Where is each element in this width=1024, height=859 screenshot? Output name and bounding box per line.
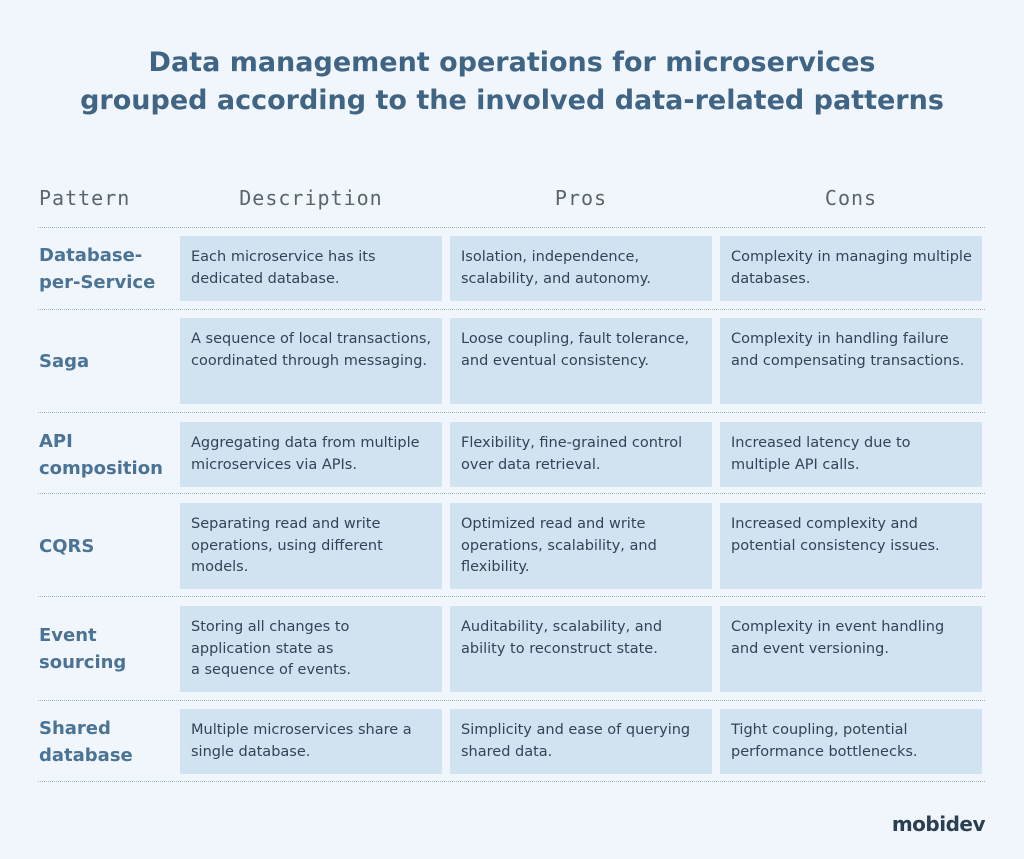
pattern-name: Event sourcing [39,606,126,692]
pros-cell: Flexibility, fine-grained control over d… [450,422,712,487]
description-cell: Multiple microservices share a single da… [180,709,442,774]
pros-cell: Auditability, scalability, and ability t… [450,606,712,692]
cons-cell: Complexity in handling failure and compe… [720,318,982,404]
cons-cell: Tight coupling, potential performance bo… [720,709,982,774]
pros-cell: Optimized read and write operations, sca… [450,503,712,589]
cons-cell: Increased latency due to multiple API ca… [720,422,982,487]
pros-cell: Isolation, independence, scalability, an… [450,236,712,301]
title-line-2: grouped according to the involved data-r… [80,85,944,116]
pattern-label: CQRS [39,535,95,557]
pros-cell: Loose coupling, fault tolerance, and eve… [450,318,712,404]
row-divider [38,412,985,413]
header-description: Description [239,186,383,210]
header-pattern: Pattern [39,186,131,210]
title-line-1: Data management operations for microserv… [148,47,876,78]
pattern-label: Shared database [39,717,133,766]
row-divider [38,309,985,310]
pattern-label: Saga [39,350,90,372]
description-cell: Separating read and write operations, us… [180,503,442,589]
description-cell: Aggregating data from multiple microserv… [180,422,442,487]
description-cell: A sequence of local transactions, coordi… [180,318,442,404]
pros-cell: Simplicity and ease of querying shared d… [450,709,712,774]
pattern-name: API composition [39,422,163,487]
row-divider [38,227,985,228]
pattern-name: Saga [39,318,89,404]
pattern-name: Shared database [39,709,133,774]
pattern-label: Database- per-Service [39,244,156,293]
mobidev-logo: mobidev [891,812,986,836]
pattern-name: Database- per-Service [39,236,155,301]
pattern-name: CQRS [39,503,94,589]
table-header: Pattern Description Pros Cons [0,186,1024,216]
header-cons: Cons [824,186,878,210]
cons-cell: Increased complexity and potential consi… [720,503,982,589]
row-divider [38,596,985,597]
description-cell: Each microservice has its dedicated data… [180,236,442,301]
cons-cell: Complexity in managing multiple database… [720,236,982,301]
cons-cell: Complexity in event handling and event v… [720,606,982,692]
header-pros: Pros [554,186,608,210]
row-divider [38,700,985,701]
row-divider [38,781,985,782]
row-divider [38,493,985,494]
page-title: Data management operations for microserv… [0,44,1024,120]
description-cell: Storing all changes to application state… [180,606,442,692]
pattern-label: API composition [39,430,163,479]
pattern-label: Event sourcing [39,625,127,673]
